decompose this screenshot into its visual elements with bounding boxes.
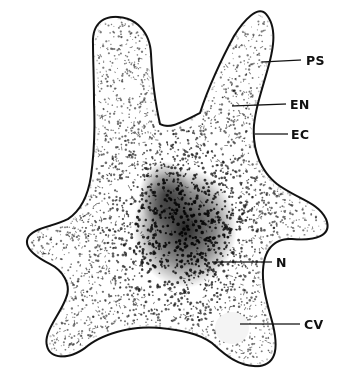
label-endoplasm: EN [290, 97, 310, 112]
label-pseudopodium: PS [306, 53, 325, 68]
label-nucleus: N [276, 255, 287, 270]
label-ectoplasm: EC [291, 127, 309, 142]
contractile-vacuole [215, 312, 249, 344]
label-contractile-vacuole: CV [304, 317, 323, 332]
nucleus-shading [139, 161, 191, 229]
